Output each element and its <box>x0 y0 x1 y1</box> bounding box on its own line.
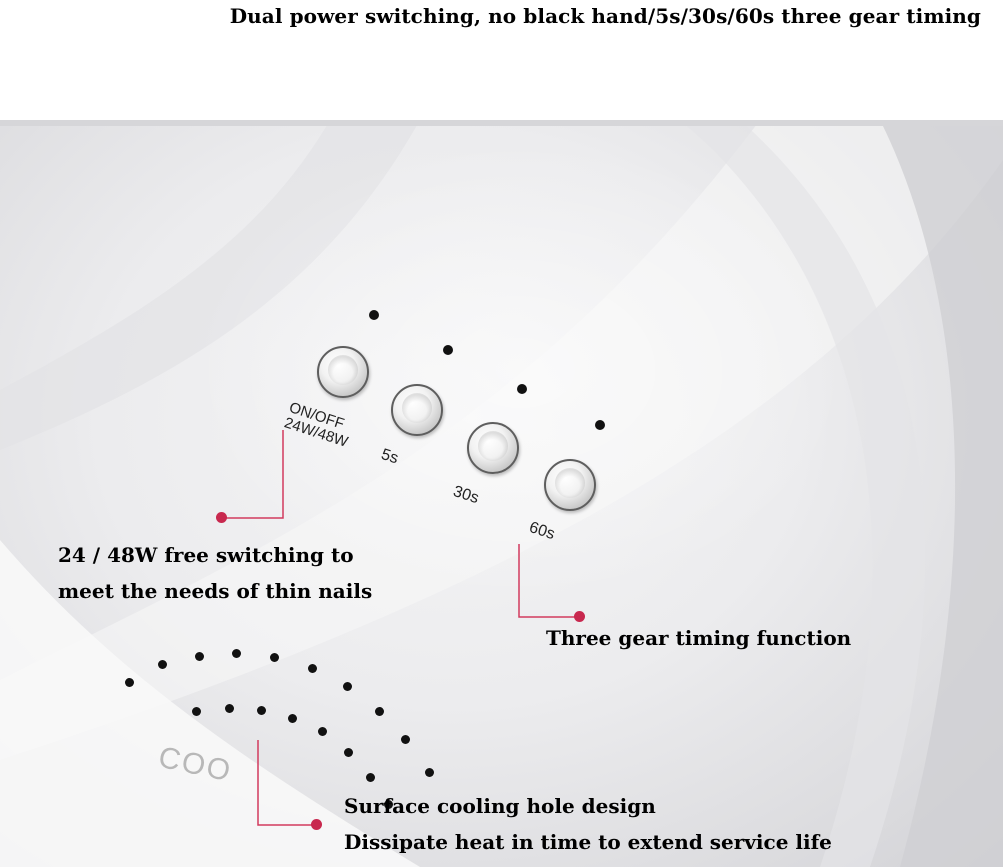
timer-callout: Three gear timing function <box>546 626 852 650</box>
device-surface-shading <box>0 120 1003 867</box>
cooling-hole <box>125 678 134 687</box>
timer-30s-button[interactable] <box>467 422 519 474</box>
cooling-hole <box>270 653 279 662</box>
cooling-callout-dot <box>311 819 322 830</box>
timer-5s-button[interactable] <box>391 384 443 436</box>
power-callout-line2: meet the needs of thin nails <box>58 579 373 603</box>
timer-callout-dot <box>574 611 585 622</box>
cooling-callout-line1: Surface cooling hole design <box>344 794 656 818</box>
power-callout: 24 / 48W free switching to meet the need… <box>58 537 372 609</box>
cooling-hole <box>366 773 375 782</box>
power-callout-line1: 24 / 48W free switching to <box>58 543 354 567</box>
indicator-dot <box>595 420 605 430</box>
cooling-hole <box>195 652 204 661</box>
cooling-hole <box>225 704 234 713</box>
power-button[interactable] <box>317 346 369 398</box>
power-callout-dot <box>216 512 227 523</box>
indicator-dot <box>369 310 379 320</box>
cooling-hole <box>308 664 317 673</box>
cooling-callout-line2: Dissipate heat in time to extend service… <box>344 830 832 854</box>
indicator-dot <box>443 345 453 355</box>
cooling-hole <box>318 727 327 736</box>
cooling-hole <box>425 768 434 777</box>
cooling-hole <box>232 649 241 658</box>
cooling-hole <box>343 682 352 691</box>
page-heading: Dual power switching, no black hand/5s/3… <box>229 4 981 28</box>
cooling-hole <box>158 660 167 669</box>
timer-60s-button[interactable] <box>544 459 596 511</box>
product-photo: ON/OFF 24W/48W 5s 30s 60s COO <box>0 120 1003 867</box>
cooling-hole <box>375 707 384 716</box>
cooling-hole <box>384 800 393 809</box>
cooling-hole <box>257 706 266 715</box>
cooling-hole <box>344 748 353 757</box>
cooling-callout: Surface cooling hole design Dissipate he… <box>344 788 832 860</box>
cooling-hole <box>401 735 410 744</box>
cooling-hole <box>192 707 201 716</box>
cooling-hole <box>288 714 297 723</box>
indicator-dot <box>517 384 527 394</box>
